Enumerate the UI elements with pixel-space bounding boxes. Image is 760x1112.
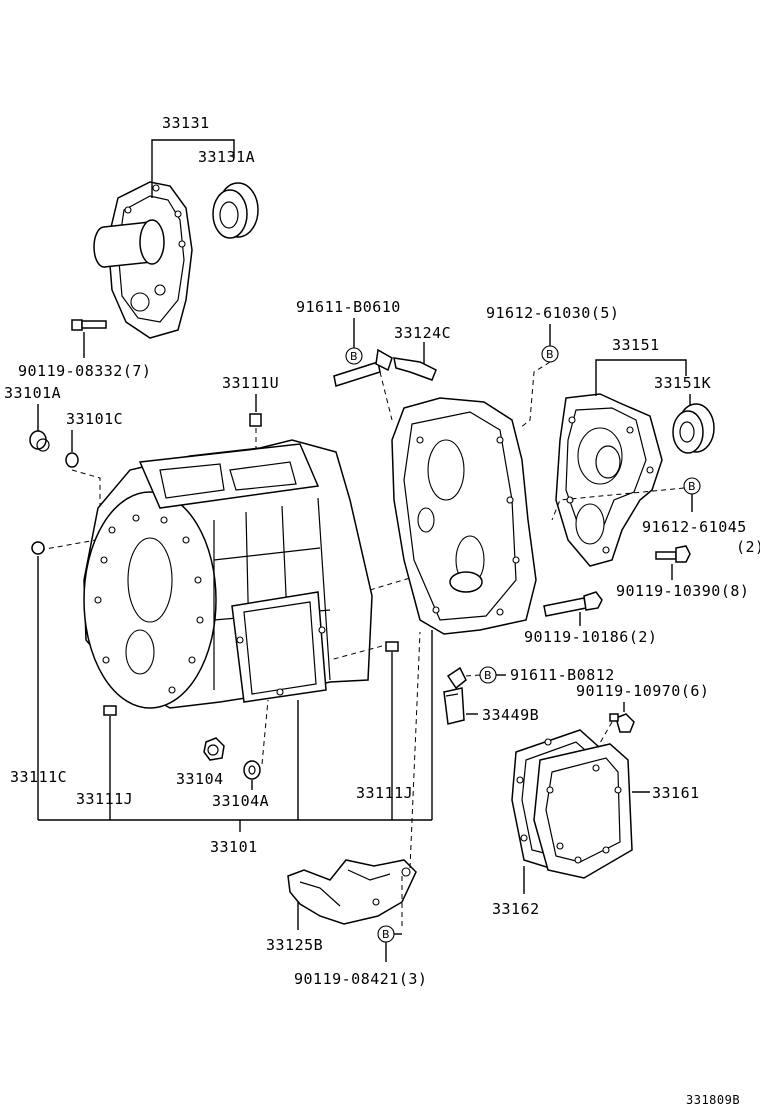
label-90119-10186: 90119-10186(2) (524, 628, 657, 646)
part-90119-10186-bolt (543, 591, 603, 617)
label-33161: 33161 (652, 784, 700, 802)
label-33124C: 33124C (394, 324, 451, 342)
part-33131A-oil-seal (212, 182, 259, 239)
callout-b-91611-B0812: B (479, 666, 497, 684)
part-33151K-oil-seal (672, 403, 715, 454)
callout-b-91611-B0610: B (345, 347, 363, 365)
part-33151-rear-housing (555, 393, 663, 567)
part-33124C-shift-rail (333, 348, 437, 387)
label-33104A: 33104A (212, 792, 269, 810)
label-91611-B0812: 91611-B0812 (510, 666, 615, 684)
dash-case-plate (369, 577, 411, 591)
part-33111J-pin-right (385, 641, 399, 652)
part-33101-transmission-case (83, 439, 373, 709)
label-90119-10390: 90119-10390(8) (616, 582, 749, 600)
part-90119-10390-bolt (655, 545, 691, 563)
part-91611-B0812-pin (446, 666, 467, 690)
part-33161-cover (533, 743, 633, 879)
dash-33125B (409, 631, 421, 869)
label-90119-08421: 90119-08421(3) (294, 970, 427, 988)
callout-b-letter: B (546, 348, 554, 361)
dash-33111C (39, 539, 97, 551)
part-90119-08332-bolt (71, 319, 107, 331)
label-33101: 33101 (210, 838, 258, 856)
label-33101A: 33101A (4, 384, 61, 402)
label-91612-61045-qty: (2) (736, 538, 760, 556)
label-33111U: 33111U (222, 374, 279, 392)
part-33111U-pin (249, 413, 262, 427)
label-91612-61030: 91612-61030(5) (486, 304, 619, 322)
label-33111C: 33111C (10, 768, 67, 786)
leader-33131 (151, 139, 235, 198)
part-33111C-pin (31, 541, 45, 555)
label-90119-10970: 90119-10970(6) (576, 682, 709, 700)
label-33111J-left: 33111J (76, 790, 133, 808)
label-33104: 33104 (176, 770, 224, 788)
part-33104-nut (203, 737, 225, 761)
label-33101C: 33101C (66, 410, 123, 428)
label-33111J-right: 33111J (356, 784, 413, 802)
label-33125B: 33125B (266, 936, 323, 954)
label-33162: 33162 (492, 900, 540, 918)
label-33151: 33151 (612, 336, 660, 354)
label-33131: 33131 (162, 114, 210, 132)
callout-b-letter: B (484, 669, 492, 682)
label-33449B: 33449B (482, 706, 539, 724)
callout-b-91612-61045: B (683, 477, 701, 495)
label-90119-08332: 90119-08332(7) (18, 362, 151, 380)
leader-33151 (595, 359, 687, 396)
part-33131-extension-housing (93, 181, 193, 339)
label-91611-B0610: 91611-B0610 (296, 298, 401, 316)
dash-91612-61030 (519, 361, 551, 429)
callout-b-letter: B (382, 928, 390, 941)
part-33125B-cover (287, 859, 417, 925)
label-33131A: 33131A (198, 148, 255, 166)
part-33101A-plug (29, 430, 50, 452)
label-91612-61045: 91612-61045 (642, 518, 747, 536)
label-33151K: 33151K (654, 374, 711, 392)
callout-b-91612-61030: B (541, 345, 559, 363)
callout-b-90119-08421: B (377, 925, 395, 943)
dash-33104A (261, 699, 269, 765)
part-90119-10970-bolt (609, 713, 635, 733)
callout-b-letter: B (350, 350, 358, 363)
dash-91612-61045 (551, 487, 685, 521)
part-33111J-pin-left (103, 705, 117, 716)
part-33104A-washer (243, 760, 261, 780)
diagram-id: 331809B (686, 1093, 740, 1107)
dash-91611-B0812 (465, 674, 481, 677)
part-33101C-gasket (65, 452, 79, 468)
part-intermediate-plate (391, 397, 537, 635)
dash-33101C (71, 469, 101, 520)
part-33449B-bracket (443, 687, 465, 725)
dash-33124C (379, 371, 393, 421)
callout-b-letter: B (688, 480, 696, 493)
